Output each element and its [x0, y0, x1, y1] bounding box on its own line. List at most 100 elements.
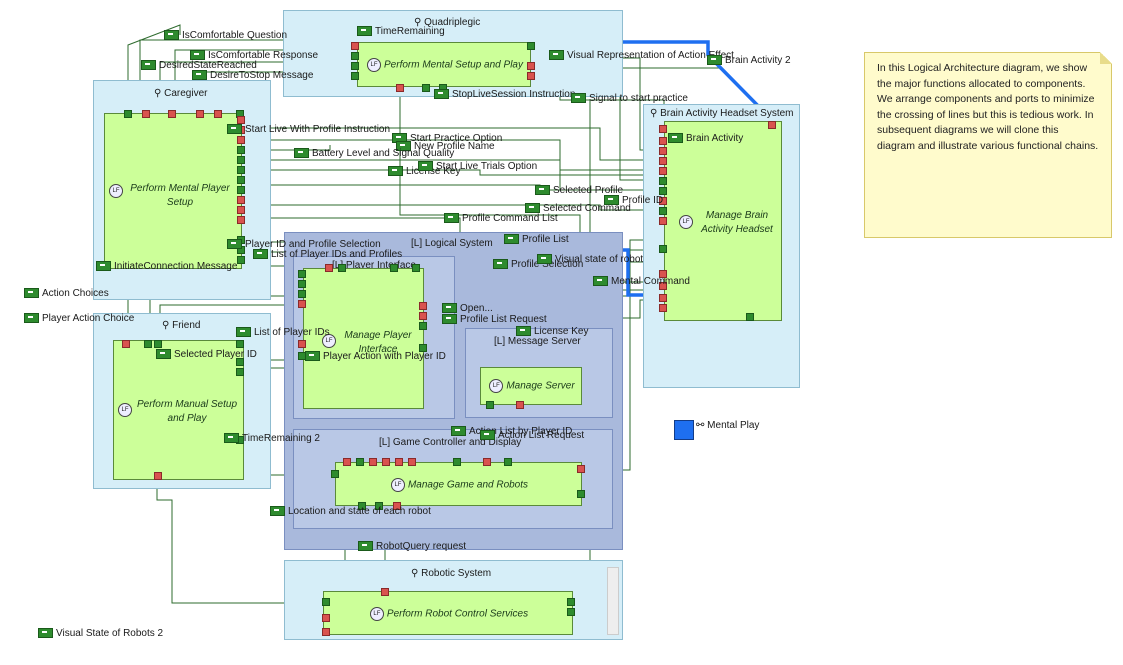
exchange-label[interactable]: Visual State of Robots 2	[38, 628, 163, 640]
exchange-label[interactable]: Brain Activity	[668, 133, 743, 145]
output-port[interactable]	[298, 280, 306, 288]
output-port[interactable]	[144, 340, 152, 348]
exchange-label[interactable]: RobotQuery request	[358, 541, 466, 553]
exchange-label[interactable]: Profile Selection	[493, 259, 583, 271]
input-port[interactable]	[196, 110, 204, 118]
input-port[interactable]	[659, 167, 667, 175]
input-port[interactable]	[659, 157, 667, 165]
output-port[interactable]	[356, 458, 364, 466]
exchange-label[interactable]: Profile ID	[604, 195, 663, 207]
output-port[interactable]	[298, 270, 306, 278]
input-port[interactable]	[395, 458, 403, 466]
input-port[interactable]	[483, 458, 491, 466]
exchange-label[interactable]: Visual Representation of Action Effect	[549, 50, 734, 62]
input-port[interactable]	[142, 110, 150, 118]
output-port[interactable]	[419, 344, 427, 352]
exchange-label[interactable]: Profile List	[504, 234, 569, 246]
input-port[interactable]	[419, 312, 427, 320]
output-port[interactable]	[577, 490, 585, 498]
function-manual-setup-play[interactable]: LF Perform Manual Setup and Play	[113, 340, 244, 480]
exchange-label[interactable]: Player ID and Profile Selection	[227, 239, 381, 251]
exchange-label[interactable]: IsComfortable Question	[164, 30, 287, 42]
output-port[interactable]	[236, 358, 244, 366]
exchange-label[interactable]: List of Player IDs	[236, 327, 330, 339]
input-port[interactable]	[298, 340, 306, 348]
output-port[interactable]	[504, 458, 512, 466]
exchange-label[interactable]: Action Choices	[24, 288, 109, 300]
input-port[interactable]	[659, 270, 667, 278]
input-port[interactable]	[659, 197, 667, 205]
output-port[interactable]	[419, 322, 427, 330]
exchange-label[interactable]: Brain Activity 2	[707, 55, 791, 67]
legend-swatch[interactable]	[674, 420, 694, 440]
input-port[interactable]	[369, 458, 377, 466]
input-port[interactable]	[659, 137, 667, 145]
exchange-label[interactable]: Open...	[442, 303, 493, 315]
output-port[interactable]	[124, 110, 132, 118]
input-port[interactable]	[516, 401, 524, 409]
input-port[interactable]	[659, 125, 667, 133]
output-port[interactable]	[351, 62, 359, 70]
output-port[interactable]	[659, 187, 667, 195]
output-port[interactable]	[486, 401, 494, 409]
input-port[interactable]	[325, 264, 333, 272]
output-port[interactable]	[567, 598, 575, 606]
output-port[interactable]	[237, 256, 245, 264]
output-port[interactable]	[390, 264, 398, 272]
input-port[interactable]	[168, 110, 176, 118]
exchange-label[interactable]: Selected Command	[525, 203, 631, 215]
exchange-label[interactable]: Mental Command	[593, 276, 690, 288]
output-port[interactable]	[358, 502, 366, 510]
output-port[interactable]	[659, 245, 667, 253]
output-port[interactable]	[375, 502, 383, 510]
input-port[interactable]	[577, 465, 585, 473]
exchange-label[interactable]: Player Action with Player ID	[305, 351, 446, 363]
input-port[interactable]	[237, 136, 245, 144]
exchange-label[interactable]: Action List by Player ID	[451, 426, 572, 438]
note-box[interactable]: In this Logical Architecture diagram, we…	[864, 52, 1112, 238]
input-port[interactable]	[298, 300, 306, 308]
input-port[interactable]	[382, 458, 390, 466]
output-port[interactable]	[338, 264, 346, 272]
input-port[interactable]	[214, 110, 222, 118]
exchange-label[interactable]: Start Live With Profile Instruction	[227, 124, 390, 136]
output-port[interactable]	[154, 340, 162, 348]
exchange-label[interactable]: Start Live Trials Option	[418, 161, 537, 173]
exchange-label[interactable]: IsComfortable Response	[190, 50, 318, 62]
output-port[interactable]	[351, 72, 359, 80]
exchange-label[interactable]: Location and state of each robot	[270, 506, 431, 518]
exchange-label[interactable]: Visual state of robot	[537, 254, 643, 266]
function-manage-player-interface[interactable]: LF Manage Player Interface	[303, 268, 424, 409]
output-port[interactable]	[237, 156, 245, 164]
input-port[interactable]	[122, 340, 130, 348]
exchange-label[interactable]: DesireToStop Message	[192, 70, 313, 82]
scrollbar[interactable]	[607, 567, 619, 635]
output-port[interactable]	[298, 290, 306, 298]
exchange-label[interactable]: Battery Level and Signal Quality	[294, 148, 454, 160]
input-port[interactable]	[408, 458, 416, 466]
output-port[interactable]	[412, 264, 420, 272]
input-port[interactable]	[419, 302, 427, 310]
input-port[interactable]	[154, 472, 162, 480]
input-port[interactable]	[659, 147, 667, 155]
exchange-label[interactable]: Selected Profile	[535, 185, 623, 197]
output-port[interactable]	[237, 166, 245, 174]
output-port[interactable]	[237, 146, 245, 154]
input-port[interactable]	[527, 72, 535, 80]
output-port[interactable]	[527, 42, 535, 50]
exchange-label[interactable]: Action List Request	[480, 430, 584, 442]
output-port[interactable]	[331, 470, 339, 478]
exchange-label[interactable]: StopLiveSession Instruction	[434, 89, 575, 101]
input-port[interactable]	[343, 458, 351, 466]
input-port[interactable]	[322, 614, 330, 622]
exchange-label[interactable]: List of Player IDs and Profiles	[253, 249, 402, 261]
output-port[interactable]	[746, 313, 754, 321]
output-port[interactable]	[567, 608, 575, 616]
exchange-label[interactable]: Signal to start practice	[571, 93, 688, 105]
input-port[interactable]	[322, 628, 330, 636]
legend-item[interactable]: ⚯ Mental Play	[696, 420, 760, 431]
exchange-label[interactable]: License Key	[516, 326, 588, 338]
input-port[interactable]	[351, 42, 359, 50]
input-port[interactable]	[659, 217, 667, 225]
